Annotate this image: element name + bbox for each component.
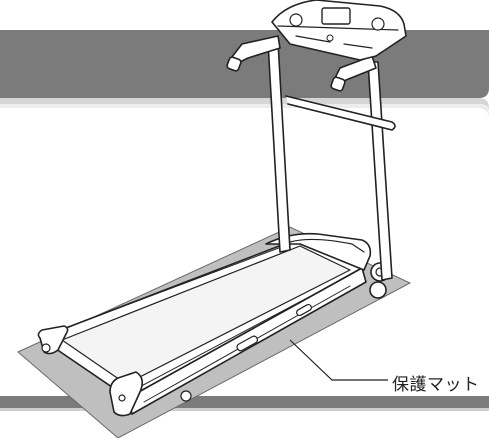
console-button-left [289,13,303,27]
rear-wheel [369,281,387,299]
console-button-right [371,17,385,31]
treadmill [37,0,407,417]
callout-leader-line [289,339,388,381]
crossbar [285,95,396,131]
callout-label-floor-mat: 保護マット [392,375,480,395]
console [271,0,407,61]
running-belt [61,245,351,385]
front-end-cap [109,371,144,417]
console-display [321,7,351,25]
